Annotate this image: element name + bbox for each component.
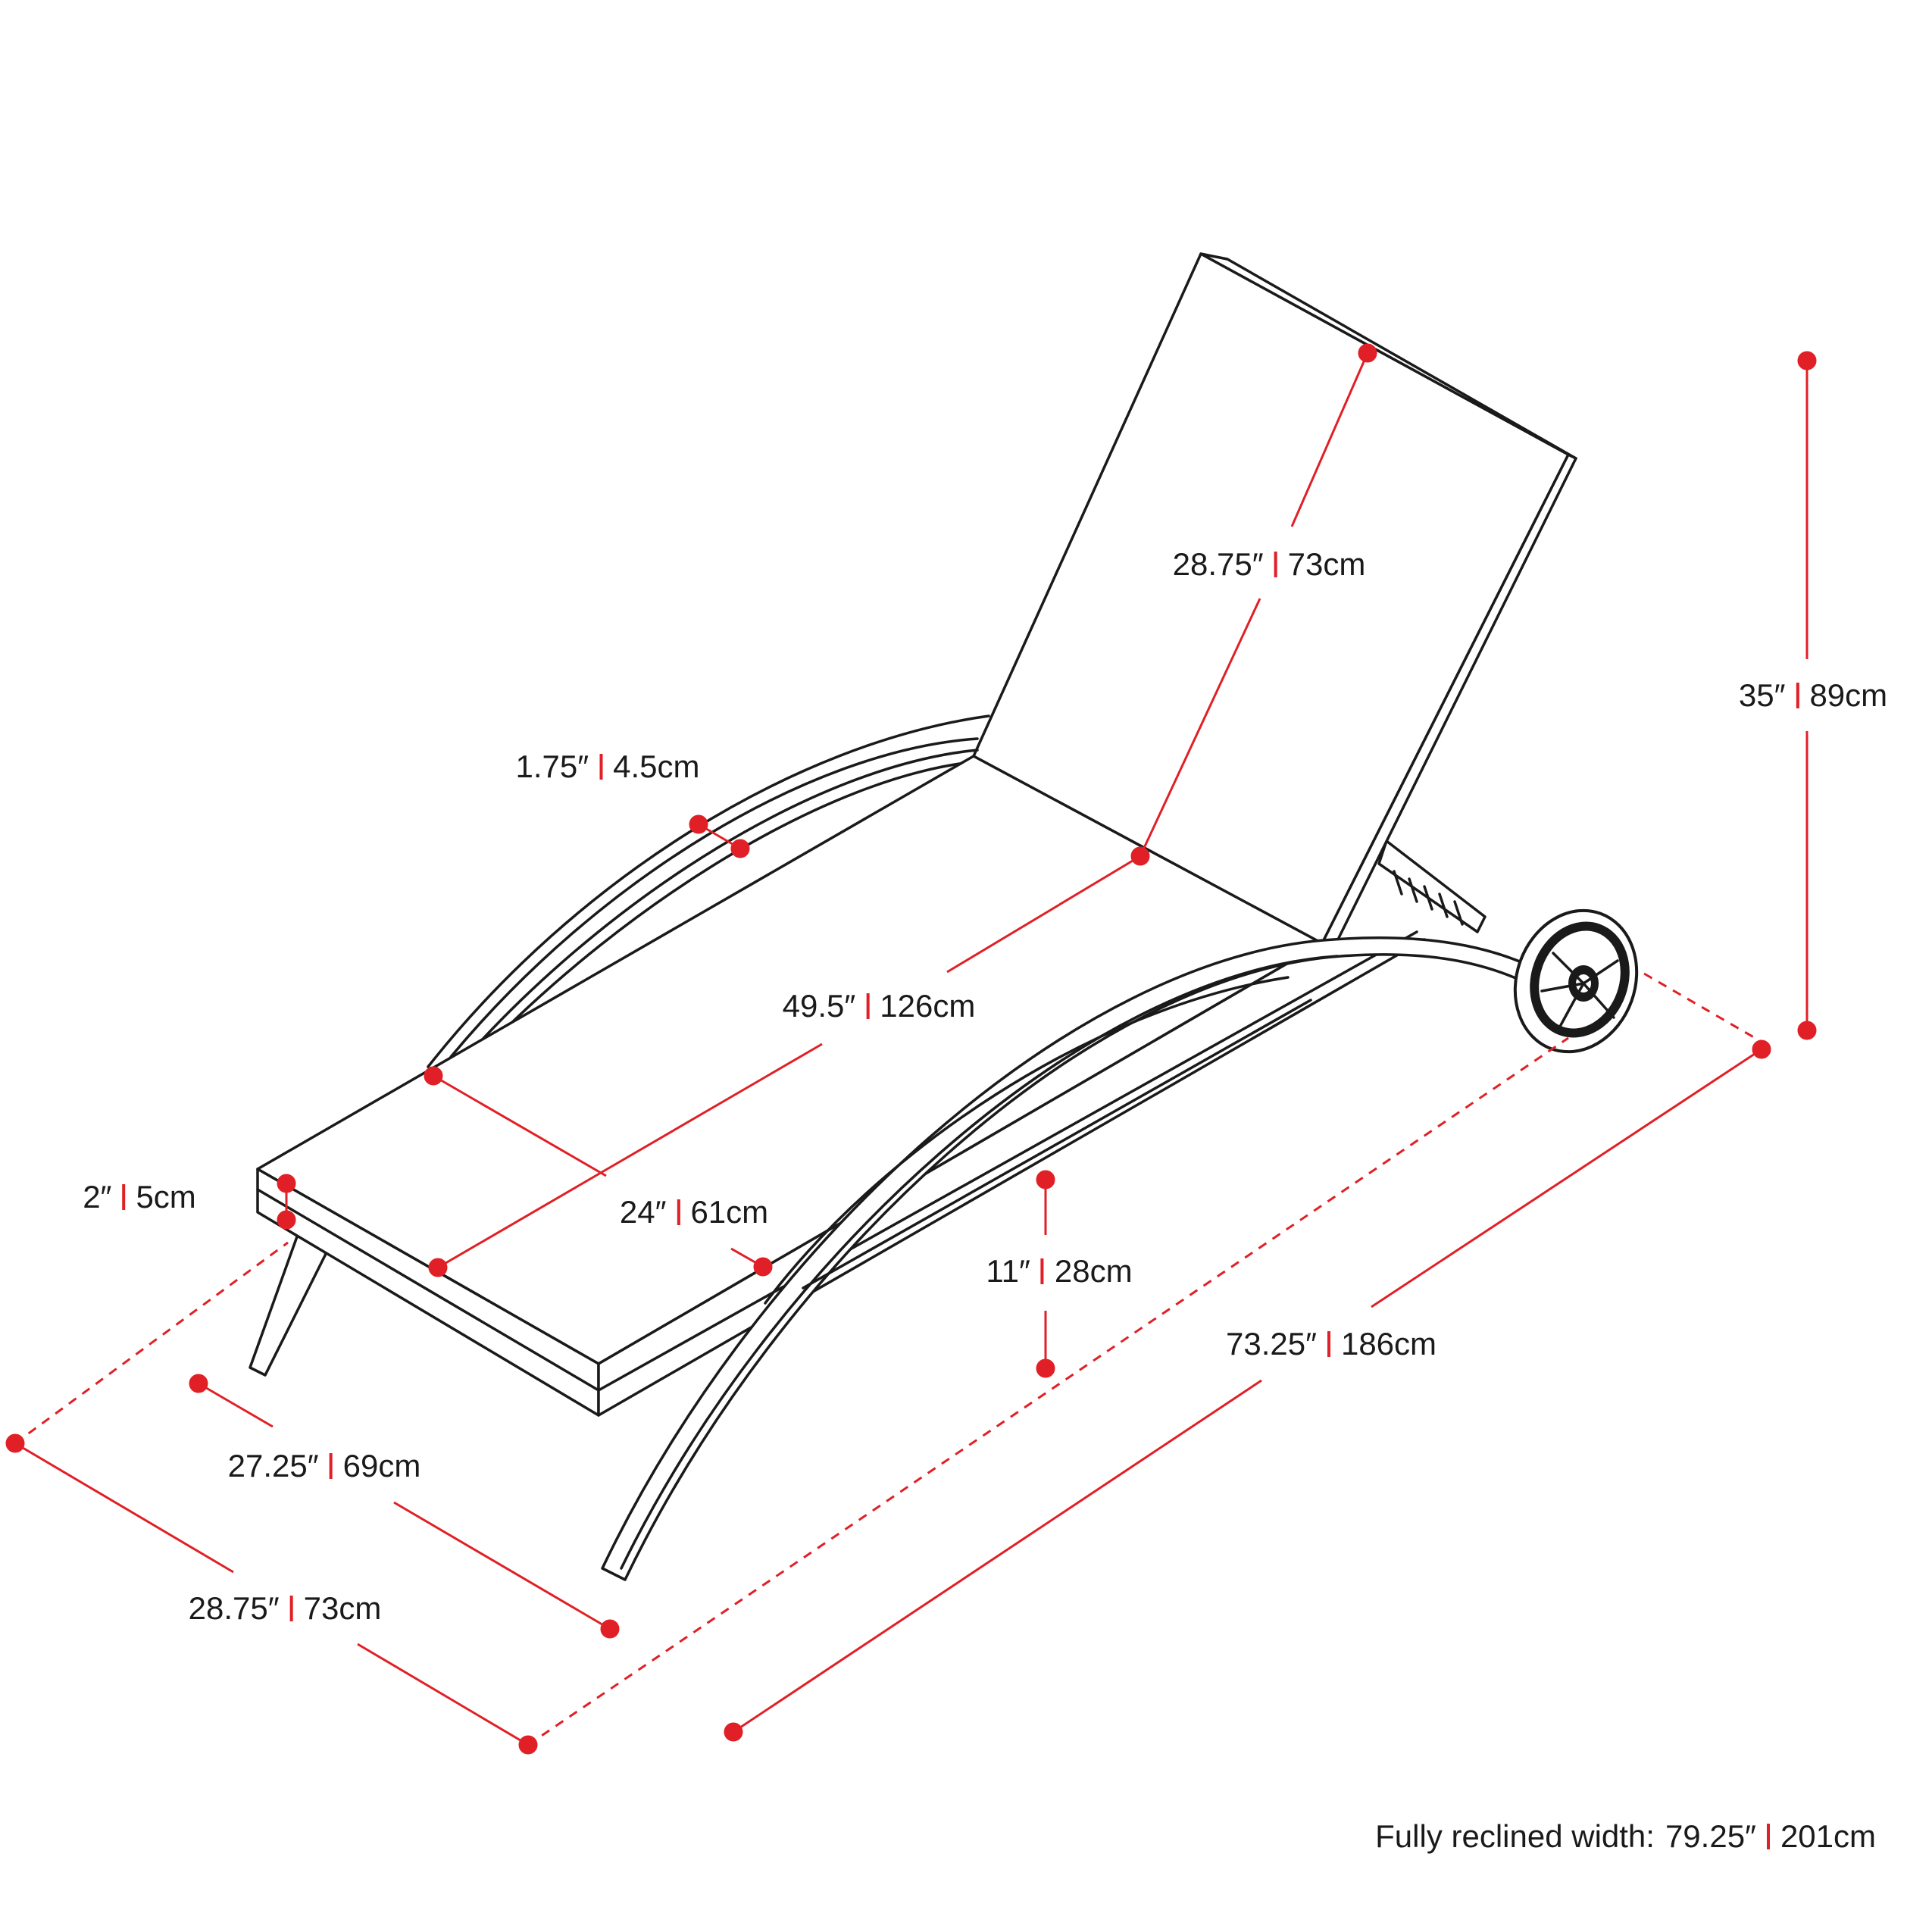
- dim-label-inner-width: 27.25″ 69cm: [228, 1450, 421, 1482]
- dim-metric: 73cm: [1287, 546, 1366, 582]
- dim-metric: 61cm: [690, 1194, 769, 1230]
- separator-bar: [866, 993, 870, 1019]
- separator-bar: [1040, 1258, 1044, 1284]
- dim-label-overall-length: 73.25″ 186cm: [1226, 1328, 1436, 1360]
- dim-line: [14, 1442, 234, 1574]
- dim-imperial: 49.5″: [782, 988, 856, 1024]
- dim-imperial: 35″: [1738, 677, 1786, 713]
- dim-metric: 89cm: [1809, 677, 1888, 713]
- dim-label-seat-length: 49.5″ 126cm: [783, 990, 976, 1022]
- backrest: [972, 252, 1577, 950]
- separator-bar: [122, 1184, 126, 1210]
- dim-imperial: 1.75″: [515, 749, 589, 784]
- dim-metric: 186cm: [1340, 1326, 1437, 1361]
- dim-metric: 69cm: [342, 1448, 421, 1483]
- dim-line: [946, 855, 1141, 974]
- dim-endpoint: [1752, 1039, 1771, 1059]
- dim-metric: 126cm: [880, 988, 976, 1024]
- dim-endpoint: [189, 1374, 208, 1393]
- extension-line: [1643, 972, 1762, 1043]
- dim-line: [357, 1643, 529, 1746]
- dim-endpoint: [277, 1210, 296, 1230]
- note-label: Fully reclined width:: [1375, 1818, 1655, 1854]
- dim-metric: 28cm: [1054, 1253, 1133, 1289]
- dim-line: [433, 1074, 607, 1177]
- dim-endpoint: [1036, 1358, 1055, 1378]
- note-imperial: 79.25″: [1665, 1818, 1756, 1854]
- dim-line: [393, 1501, 611, 1630]
- dim-endpoint: [753, 1257, 773, 1277]
- dim-endpoint: [277, 1174, 296, 1193]
- dim-endpoint: [1036, 1170, 1055, 1190]
- dim-label-backrest-length: 28.75″ 73cm: [1173, 549, 1366, 580]
- separator-bar: [677, 1199, 680, 1225]
- dim-imperial: 11″: [986, 1253, 1030, 1289]
- dim-metric: 73cm: [303, 1590, 382, 1626]
- dim-metric: 5cm: [136, 1179, 196, 1215]
- dim-label-cushion-thickness: 2″ 5cm: [83, 1181, 196, 1213]
- dim-endpoint: [724, 1722, 743, 1742]
- dim-endpoint: [1797, 1021, 1817, 1040]
- dim-endpoint: [689, 814, 708, 834]
- left-arm-frame: [427, 714, 990, 1068]
- dim-label-seat-width: 24″ 61cm: [620, 1196, 768, 1228]
- dim-endpoint: [1358, 343, 1377, 363]
- dim-endpoint: [428, 1258, 448, 1277]
- dim-line: [1139, 598, 1261, 857]
- dim-label-overall-width: 28.75″ 73cm: [189, 1593, 382, 1624]
- dim-line: [733, 1379, 1262, 1733]
- dim-endpoint: [730, 839, 750, 858]
- dim-imperial: 28.75″: [188, 1590, 280, 1626]
- reclined-width-note: Fully reclined width: 79.25″ 201cm: [1375, 1818, 1876, 1855]
- note-metric: 201cm: [1780, 1818, 1876, 1854]
- separator-bar: [1766, 1824, 1770, 1849]
- dim-metric: 4.5cm: [613, 749, 700, 784]
- dim-imperial: 27.25″: [227, 1448, 319, 1483]
- dim-imperial: 24″: [619, 1194, 667, 1230]
- wheel-bracket: [1377, 839, 1487, 933]
- dim-line: [198, 1382, 274, 1428]
- separator-bar: [289, 1596, 293, 1621]
- dim-imperial: 28.75″: [1172, 546, 1264, 582]
- separator-bar: [329, 1453, 333, 1479]
- separator-bar: [1796, 683, 1799, 708]
- dim-line: [1371, 1048, 1762, 1308]
- extension-line: [14, 1241, 289, 1445]
- dimension-lines: [5, 343, 1817, 1755]
- dim-imperial: 2″: [83, 1179, 112, 1215]
- dim-endpoint: [600, 1619, 620, 1639]
- separator-bar: [1327, 1331, 1330, 1357]
- separator-bar: [599, 754, 603, 780]
- dim-line: [437, 1043, 823, 1269]
- dim-label-height: 35″ 89cm: [1739, 680, 1887, 711]
- wheel: [1513, 908, 1639, 1054]
- dim-endpoint: [1797, 351, 1817, 370]
- dim-endpoint: [424, 1066, 443, 1086]
- dim-line: [1290, 352, 1369, 527]
- dim-label-frame-thickness: 1.75″ 4.5cm: [516, 751, 700, 783]
- dim-imperial: 73.25″: [1225, 1326, 1317, 1361]
- separator-bar: [1274, 552, 1277, 577]
- dim-label-seat-height: 11″ 28cm: [986, 1255, 1132, 1287]
